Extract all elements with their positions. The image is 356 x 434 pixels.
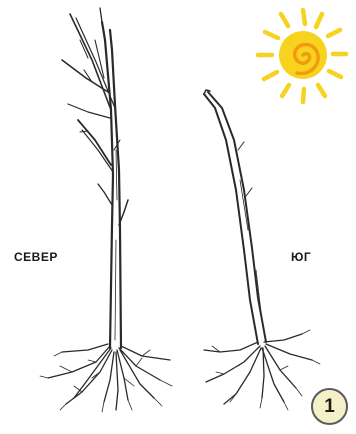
sun-icon xyxy=(258,10,346,102)
figure-number-badge: 1 xyxy=(311,388,348,425)
straight-seedling xyxy=(40,8,172,412)
north-label: СЕВЕР xyxy=(14,250,58,264)
south-label: ЮГ xyxy=(291,250,311,264)
figure-number: 1 xyxy=(324,396,335,418)
